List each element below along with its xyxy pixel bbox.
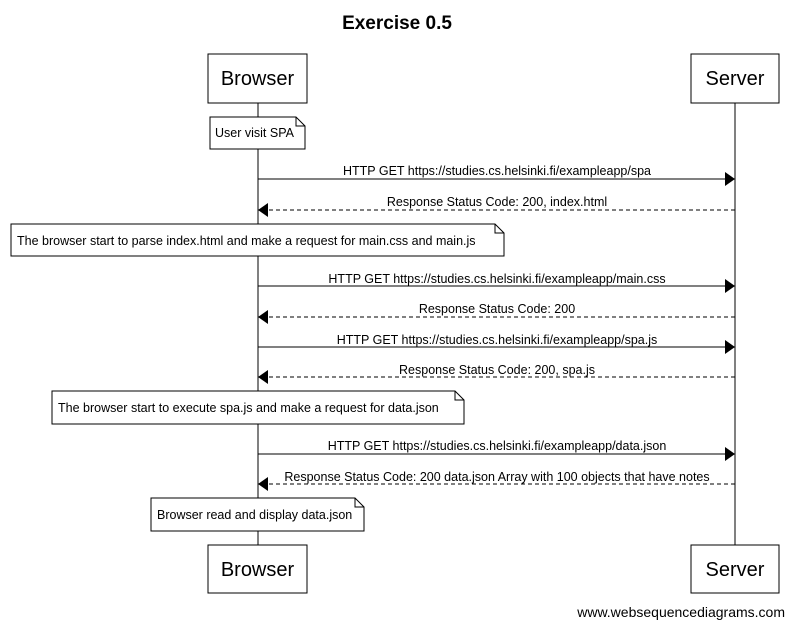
participant-browser-bottom: Browser [207, 544, 308, 594]
note-user-visit-text: User visit SPA [215, 126, 295, 140]
participant-server-bottom-label: Server [706, 559, 765, 581]
message-response-main-css: Response Status Code: 200 [258, 302, 735, 324]
participant-browser-top-label: Browser [221, 68, 295, 90]
message-get-spa-label: HTTP GET https://studies.cs.helsinki.fi/… [343, 164, 651, 178]
message-get-data-json-label: HTTP GET https://studies.cs.helsinki.fi/… [328, 439, 667, 453]
message-get-spa-js: HTTP GET https://studies.cs.helsinki.fi/… [258, 333, 735, 354]
note-parse-index: The browser start to parse index.html an… [10, 223, 505, 257]
message-response-spa-js: Response Status Code: 200, spa.js [258, 363, 735, 384]
message-response-index-html: Response Status Code: 200, index.html [258, 195, 735, 217]
message-get-spa: HTTP GET https://studies.cs.helsinki.fi/… [258, 164, 735, 186]
message-get-data-json: HTTP GET https://studies.cs.helsinki.fi/… [258, 439, 735, 461]
participant-browser-top: Browser [207, 53, 308, 104]
note-display-data-json: Browser read and display data.json [150, 497, 365, 532]
participant-server-bottom: Server [690, 544, 780, 594]
diagram-title: Exercise 0.5 [342, 13, 452, 34]
note-parse-index-text: The browser start to parse index.html an… [17, 234, 476, 248]
message-get-main-css: HTTP GET https://studies.cs.helsinki.fi/… [258, 272, 735, 293]
note-execute-spa-js: The browser start to execute spa.js and … [51, 390, 465, 425]
message-get-spa-js-label: HTTP GET https://studies.cs.helsinki.fi/… [337, 333, 658, 347]
note-user-visit: User visit SPA [209, 116, 306, 150]
note-execute-spa-js-text: The browser start to execute spa.js and … [58, 401, 439, 415]
message-response-main-css-label: Response Status Code: 200 [419, 302, 575, 316]
participant-browser-bottom-label: Browser [221, 559, 295, 581]
footer-watermark: www.websequencediagrams.com [576, 604, 785, 620]
note-display-data-json-text: Browser read and display data.json [157, 508, 352, 522]
participant-server-top: Server [690, 53, 780, 104]
message-response-index-html-label: Response Status Code: 200, index.html [387, 195, 607, 209]
message-response-data-json-label: Response Status Code: 200 data.json Arra… [284, 470, 709, 484]
participant-server-top-label: Server [706, 68, 765, 90]
message-response-spa-js-label: Response Status Code: 200, spa.js [399, 363, 595, 377]
message-get-main-css-label: HTTP GET https://studies.cs.helsinki.fi/… [328, 272, 665, 286]
message-response-data-json: Response Status Code: 200 data.json Arra… [258, 470, 735, 491]
